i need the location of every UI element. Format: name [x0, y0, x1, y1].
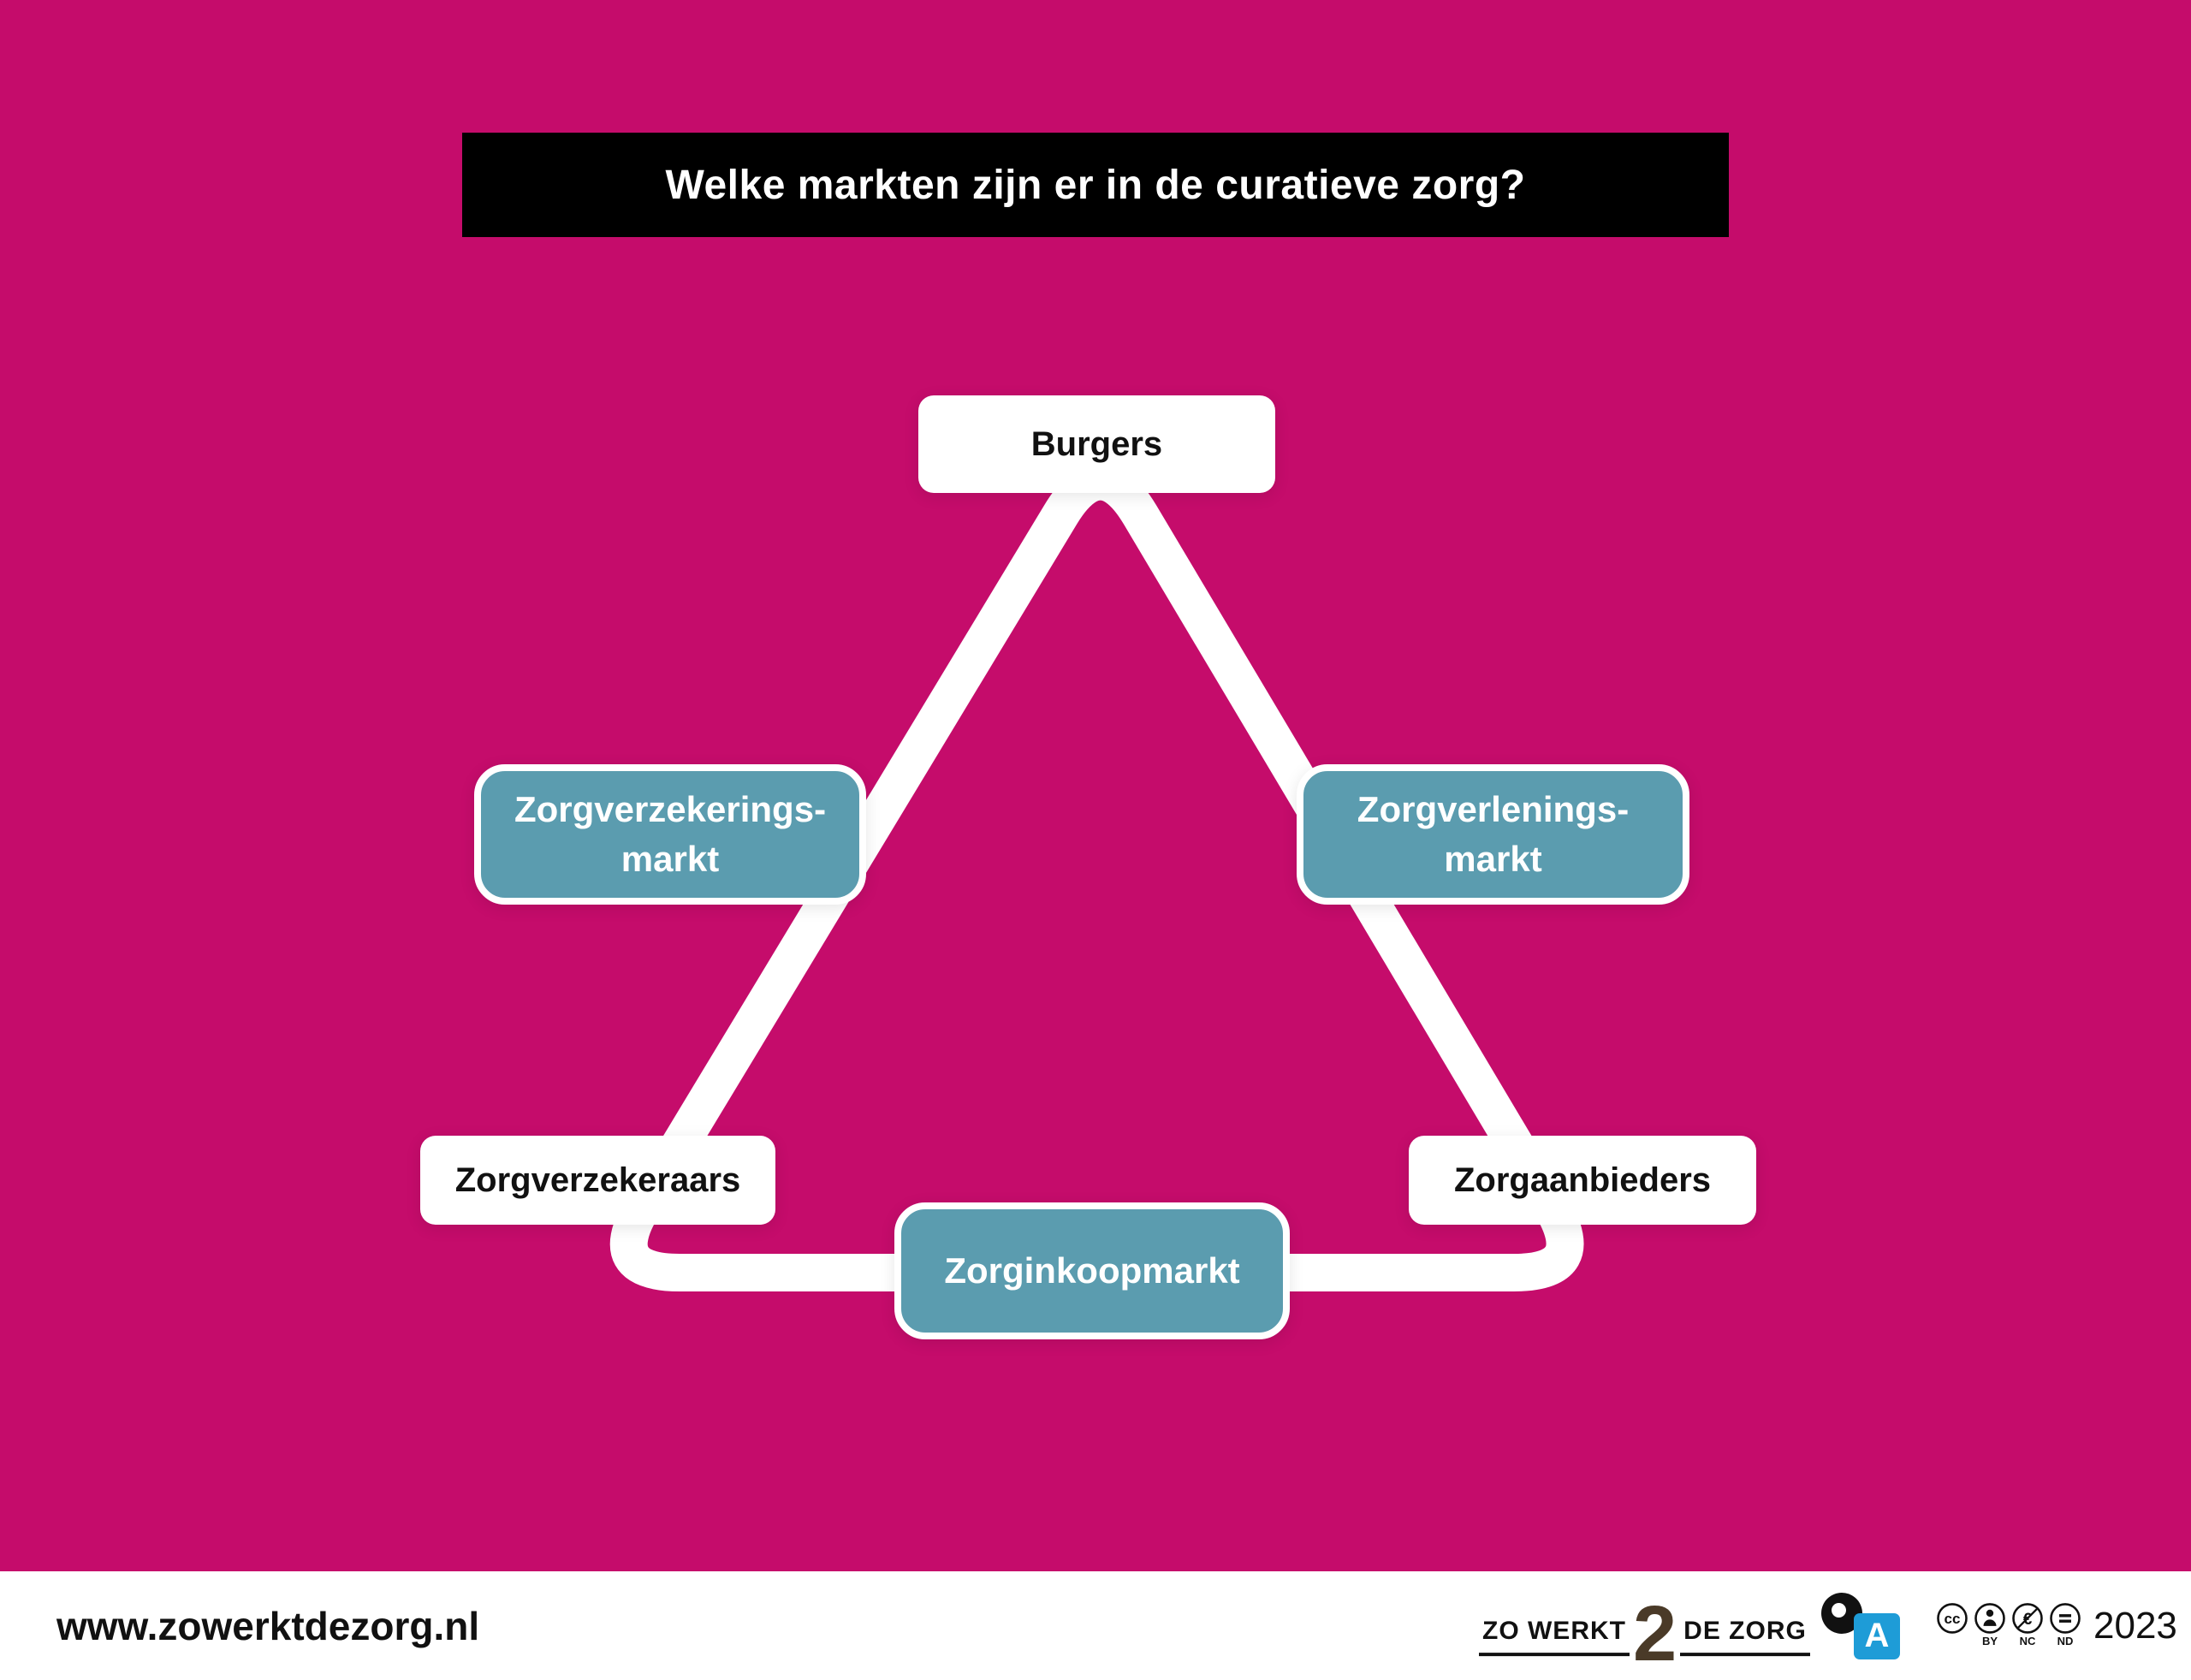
node-burgers: Burgers [918, 395, 1275, 493]
zo-werkt-de-zorg-logo: ZO WERKT 2 DE ZORG [1479, 1594, 1810, 1672]
market-right-line1: Zorgverlenings- [1357, 789, 1630, 829]
node-zorgaanbieders-label: Zorgaanbieders [1453, 1161, 1712, 1199]
website-url: www.zowerktdezorg.nl [56, 1603, 480, 1648]
svg-text:cc: cc [1945, 1610, 1961, 1626]
by-person-icon [1974, 1602, 2005, 1634]
accessibility-a-letter: A [1864, 1617, 1890, 1654]
market-zorginkoopmarkt: Zorginkoopmarkt [894, 1202, 1290, 1339]
market-bottom-label: Zorginkoopmarkt [944, 1250, 1240, 1291]
market-zorgverzekeringsmarkt: Zorgverzekerings- markt [474, 764, 866, 905]
logo-text-right: DE ZORG [1680, 1617, 1810, 1657]
accessibility-icon: A [1821, 1592, 1907, 1659]
logo-numeral-two: 2 [1632, 1589, 1677, 1677]
market-left-line2: markt [620, 839, 720, 879]
nc-mini-label: NC [2019, 1634, 2036, 1647]
footer: www.zowerktdezorg.nl ZO WERKT 2 DE ZORG … [0, 1571, 2191, 1680]
market-left-line1: Zorgverzekerings- [514, 789, 827, 829]
nd-mini-label: ND [2057, 1634, 2074, 1647]
nd-equals-icon [2050, 1602, 2081, 1634]
logo-text-left: ZO WERKT [1479, 1617, 1630, 1657]
title-bar: Welke markten zijn er in de curatieve zo… [462, 133, 1729, 237]
by-mini-label: BY [1981, 1634, 1998, 1647]
nd-icon: ND [2049, 1601, 2081, 1646]
market-right-line2: markt [1444, 839, 1542, 879]
cc-license-icons: cc BY € NC N [1936, 1601, 2081, 1646]
cc-circle-icon: cc [1937, 1602, 1968, 1634]
node-zorgverzekeraars-label: Zorgverzekeraars [454, 1161, 741, 1199]
accessibility-dot-icon [1832, 1602, 1846, 1618]
cc-icon: cc [1936, 1601, 1968, 1646]
accessibility-a-badge: A [1854, 1612, 1900, 1659]
nc-icon: € NC [2011, 1601, 2044, 1646]
svg-text:€: € [2023, 1610, 2033, 1628]
market-zorgverleningsmarkt: Zorgverlenings- markt [1297, 764, 1689, 905]
by-icon: BY [1974, 1601, 2006, 1646]
cc-mini-label [1951, 1635, 1954, 1646]
node-zorgaanbieders: Zorgaanbieders [1409, 1136, 1756, 1225]
node-zorgverzekeraars: Zorgverzekeraars [420, 1136, 775, 1225]
page-title: Welke markten zijn er in de curatieve zo… [665, 162, 1526, 208]
node-burgers-label: Burgers [1030, 424, 1163, 463]
nc-euro-icon: € [2012, 1602, 2043, 1634]
year-label: 2023 [2093, 1604, 2177, 1647]
